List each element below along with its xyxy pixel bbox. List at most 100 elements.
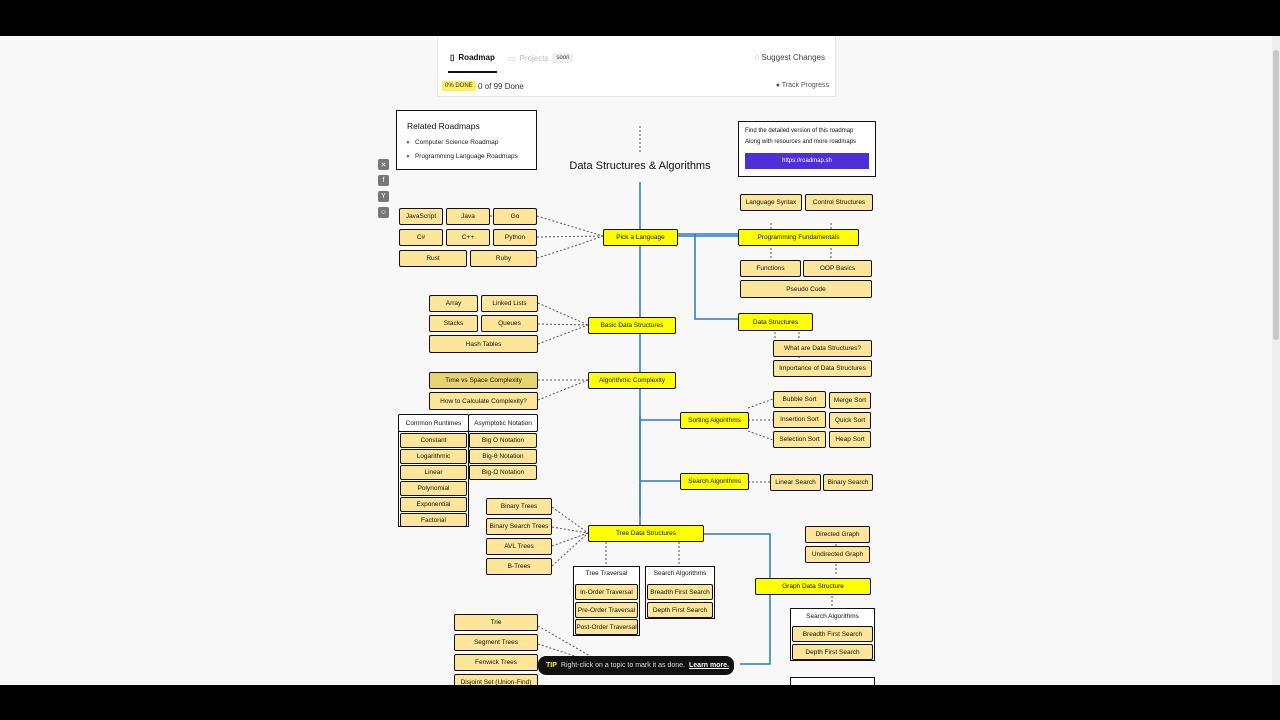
node-big-omega-notation[interactable]: Big-Ω Notation — [469, 465, 537, 480]
node-basic-data-structures[interactable]: Basic Data Structures — [588, 317, 676, 334]
node-data-structures[interactable]: Data Structures — [738, 313, 813, 331]
related-item-computer-science[interactable]: ● Computer Science Roadmap — [406, 139, 498, 146]
node-quick-sort[interactable]: Quick Sort — [829, 412, 871, 429]
node-tree-breadth-first-search[interactable]: Breadth First Search — [647, 584, 713, 600]
node-graph-data-structure[interactable]: Graph Data Structure — [755, 578, 871, 595]
roadmap-page: ▯ Roadmap ▭ Projects soon ◌ Suggest Chan… — [0, 36, 1280, 685]
graph-next-panel — [790, 677, 875, 685]
node-directed-graph[interactable]: Directed Graph — [805, 526, 870, 543]
tip-text: Right-click on a topic to mark it as don… — [560, 662, 686, 669]
node-tree-data-structures[interactable]: Tree Data Structures — [588, 525, 704, 542]
x-icon[interactable]: ✕ — [378, 159, 389, 170]
node-b-trees[interactable]: B-Trees — [486, 558, 552, 575]
node-language-syntax[interactable]: Language Syntax — [740, 194, 802, 211]
node-graph-depth-first-search[interactable]: Depth First Search — [792, 644, 873, 660]
connector-lines — [490, 126, 837, 665]
check-circle-icon: ● — [406, 153, 410, 160]
related-roadmaps-title: Related Roadmaps — [407, 121, 480, 131]
node-tree-depth-first-search[interactable]: Depth First Search — [647, 602, 713, 618]
node-avl-trees[interactable]: AVL Trees — [486, 538, 552, 555]
node-polynomial[interactable]: Polynomial — [400, 481, 467, 496]
node-insertion-sort[interactable]: Insertion Sort — [773, 411, 826, 428]
node-programming-fundamentals[interactable]: Programming Fundamentals — [738, 229, 859, 246]
message-icon: ◌ — [754, 53, 760, 62]
node-search-algorithms[interactable]: Search Algorithms — [680, 473, 749, 490]
node-selection-sort[interactable]: Selection Sort — [773, 431, 826, 448]
node-algorithmic-complexity[interactable]: Algorithmic Complexity — [588, 372, 676, 389]
node-pick-language[interactable]: Pick a Language — [603, 229, 678, 246]
node-time-vs-space-complexity[interactable]: Time vs Space Complexity — [429, 372, 538, 389]
node-go[interactable]: Go — [493, 208, 537, 225]
node-big-theta-notation[interactable]: Big-θ Notation — [469, 449, 537, 464]
node-sorting-algorithms[interactable]: Sorting Algorithms — [680, 412, 749, 429]
node-array[interactable]: Array — [429, 295, 478, 312]
node-graph-breadth-first-search[interactable]: Breadth First Search — [792, 626, 873, 642]
node-linear[interactable]: Linear — [400, 465, 467, 480]
node-fenwick-trees[interactable]: Fenwick Trees — [454, 654, 538, 671]
node-importance-of-data-structures[interactable]: Importance of Data Structures — [773, 360, 872, 377]
scrollbar-thumb[interactable] — [1273, 50, 1279, 340]
scrollbar-track[interactable] — [1272, 36, 1280, 685]
node-factorial[interactable]: Factorial — [400, 513, 467, 527]
promo-line-2: Along with resources and more roadmaps — [745, 139, 857, 145]
soon-badge: soon — [552, 53, 574, 63]
node-heap-sort[interactable]: Heap Sort — [829, 431, 871, 448]
node-merge-sort[interactable]: Merge Sort — [829, 392, 871, 409]
node-rust[interactable]: Rust — [399, 250, 467, 267]
progress-bar: 0% DONE 0 of 99 Done ● Track Progress — [437, 76, 834, 96]
node-stacks[interactable]: Stacks — [429, 315, 478, 332]
related-item-label: Computer Science Roadmap — [414, 139, 499, 146]
roadmap-link-button[interactable]: https://roadmap.sh — [745, 153, 869, 169]
node-pseudo-code[interactable]: Pseudo Code — [740, 280, 872, 298]
node-post-order-traversal[interactable]: Post-Order Traversal — [575, 619, 638, 635]
node-how-to-calculate-complexity[interactable]: How to Calculate Complexity? — [429, 392, 538, 410]
node-big-o-notation[interactable]: Big O Notation — [469, 433, 537, 448]
node-binary-search[interactable]: Binary Search — [823, 474, 873, 491]
node-queues[interactable]: Queues — [481, 315, 538, 332]
tip-toast: TIP Right-click on a topic to mark it as… — [538, 656, 734, 675]
node-linked-lists[interactable]: Linked Lists — [481, 295, 538, 312]
check-circle-icon: ● — [406, 139, 410, 146]
node-disjoint-set[interactable]: Disjoint Set (Union-Find) — [454, 674, 538, 685]
node-control-structures[interactable]: Control Structures — [805, 194, 873, 211]
node-python[interactable]: Python — [493, 229, 537, 246]
related-item-programming-language[interactable]: ● Programming Language Roadmaps — [406, 153, 518, 160]
node-binary-search-trees[interactable]: Binary Search Trees — [486, 518, 552, 535]
node-javascript[interactable]: JavaScript — [399, 208, 443, 225]
node-segment-trees[interactable]: Segment Trees — [454, 634, 538, 651]
node-linear-search[interactable]: Linear Search — [770, 474, 821, 491]
node-java[interactable]: Java — [446, 208, 490, 225]
reddit-icon[interactable]: ☺ — [378, 207, 389, 218]
question-icon: ● — [775, 82, 782, 89]
node-hash-tables[interactable]: Hash Tables — [429, 335, 538, 353]
node-functions[interactable]: Functions — [740, 260, 801, 277]
node-exponential[interactable]: Exponential — [400, 497, 467, 512]
node-pre-order-traversal[interactable]: Pre-Order Traversal — [575, 602, 638, 618]
node-bubble-sort[interactable]: Bubble Sort — [773, 391, 826, 408]
tree-search-title: Search Algorithms — [653, 570, 707, 577]
progress-done-text: 0 of 99 Done — [478, 82, 524, 91]
node-what-are-data-structures[interactable]: What are Data Structures? — [773, 340, 872, 357]
tab-roadmap[interactable]: ▯ Roadmap — [448, 53, 497, 73]
promo-panel: Find the detailed version of this roadma… — [738, 121, 876, 177]
node-binary-trees[interactable]: Binary Trees — [486, 498, 552, 515]
node-trie[interactable]: Trie — [454, 614, 538, 631]
node-undirected-graph[interactable]: Undirected Graph — [805, 546, 870, 563]
node-oop-basics[interactable]: OOP Basics — [803, 260, 872, 277]
tab-projects-label: Projects — [519, 53, 549, 63]
node-ruby[interactable]: Ruby — [470, 250, 537, 267]
track-progress-button[interactable]: ● Track Progress — [776, 82, 829, 89]
facebook-icon[interactable]: f — [378, 175, 389, 186]
learn-more-link[interactable]: Learn more. — [689, 662, 730, 669]
node-in-order-traversal[interactable]: In-Order Traversal — [575, 584, 638, 600]
node-logarithmic[interactable]: Logarithmic — [400, 449, 467, 464]
hacker-news-icon[interactable]: Y — [378, 191, 389, 202]
node-csharp[interactable]: C# — [399, 229, 443, 246]
node-cpp[interactable]: C++ — [446, 229, 490, 246]
related-item-label: Programming Language Roadmaps — [414, 153, 518, 160]
tab-roadmap-label: Roadmap — [458, 53, 495, 62]
graph-search-title: Search Algorithms — [806, 613, 859, 620]
node-constant[interactable]: Constant — [400, 433, 467, 448]
tab-projects[interactable]: ▭ Projects soon — [508, 53, 574, 63]
suggest-changes-button[interactable]: ◌ Suggest Changes — [754, 53, 825, 62]
